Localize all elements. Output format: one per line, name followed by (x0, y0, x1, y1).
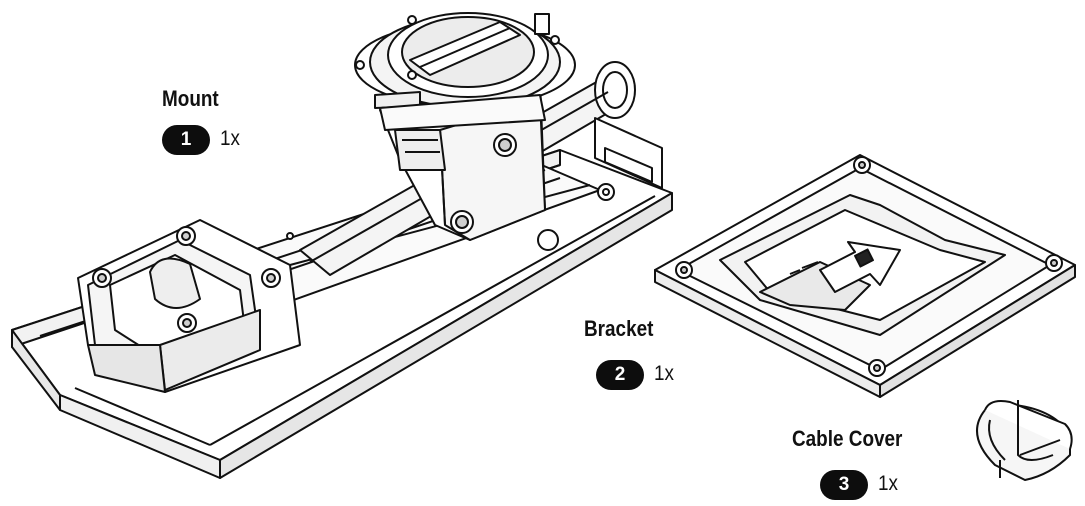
cable-cover-icon (976, 400, 1073, 481)
mount-quantity: 1x (220, 127, 240, 150)
bracket-label: Bracket (584, 316, 654, 341)
cable-cover-number-badge: 3 (820, 470, 868, 500)
cable-cover-label: Cable Cover (792, 426, 903, 451)
cable-cover-quantity: 1x (878, 472, 898, 495)
bracket-icon (654, 154, 1076, 398)
mount-label: Mount (162, 86, 219, 111)
bracket-number-badge: 2 (596, 360, 644, 390)
mount-number-badge: 1 (162, 125, 210, 155)
bracket-quantity: 1x (654, 362, 674, 385)
mount-icon (11, 12, 673, 479)
